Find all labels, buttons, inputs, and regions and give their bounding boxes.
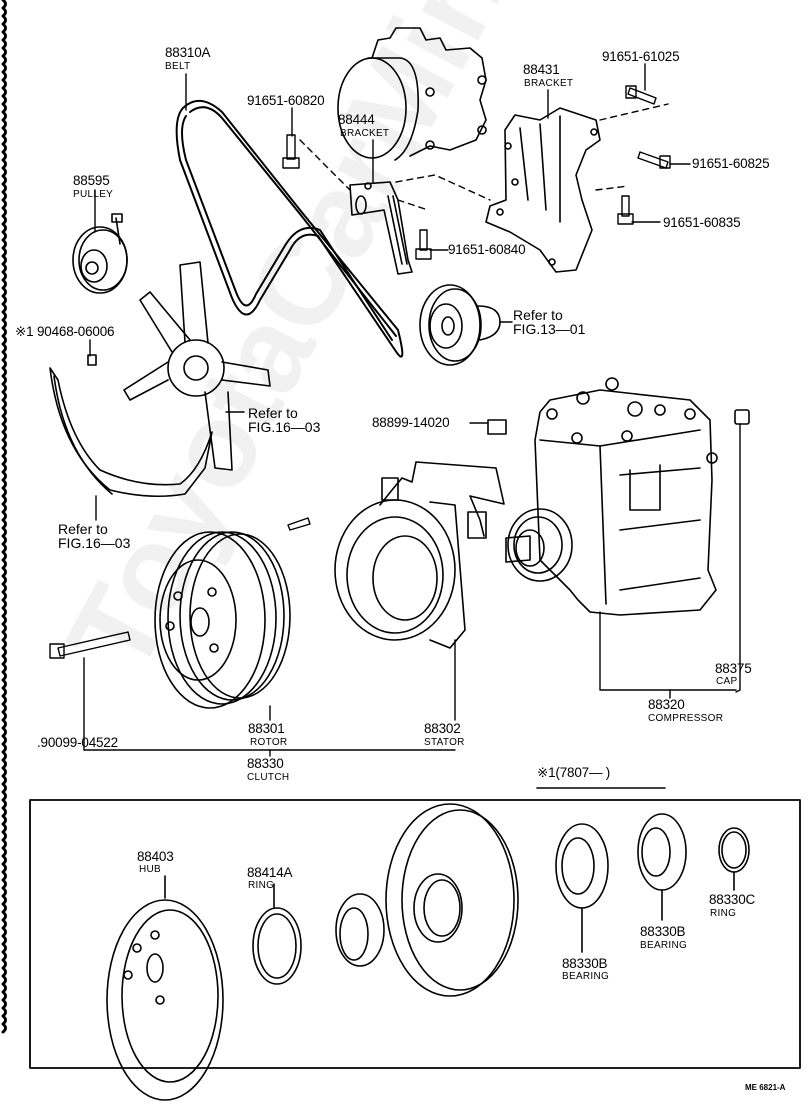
- bolt-90099-04522-label: .90099-04522: [37, 735, 118, 750]
- ring-88330c-part-name: RING: [710, 908, 737, 919]
- compressor-88320-drawing: [487, 377, 750, 616]
- refer-fig-16-03-fan-line2: FIG.16—03: [248, 419, 321, 435]
- bracket-88431-part-number: 88431: [523, 62, 560, 77]
- cap-drawing: [734, 409, 750, 425]
- bolt-91651-60820-label: 91651-60820: [247, 93, 325, 108]
- compressor-part-number: 88320: [648, 697, 685, 712]
- inset-serial-note: ※1(7807— ): [537, 765, 611, 780]
- bearing-1-part-number: 88330B: [562, 956, 608, 971]
- ring-88414a-part-name: RING: [248, 880, 275, 891]
- belt-part-number: 88310A: [165, 45, 211, 60]
- bracket-88431-part-name: BRACKET: [524, 78, 574, 89]
- rotor-part-name: ROTOR: [250, 737, 288, 748]
- refer-fig-16-03-shroud-line1: Refer to: [58, 521, 108, 537]
- refer-fig-13-01-line1: Refer to: [513, 307, 563, 323]
- hub-part-name: HUB: [139, 864, 162, 875]
- inset-parts: [106, 803, 750, 1101]
- pulley-part-number: 88595: [73, 173, 110, 188]
- pulley-part-name: PULLEY: [73, 189, 114, 200]
- fan-drawing: [123, 261, 271, 471]
- fan-shroud-drawing: [49, 354, 213, 498]
- bearing-1-part-name: BEARING: [562, 971, 610, 982]
- rotor-part-number: 88301: [248, 721, 285, 736]
- bearing-2-part-number: 88330B: [640, 924, 686, 939]
- bolt-91651-60840-label: 91651-60840: [448, 242, 526, 257]
- clutch-part-number: 88330: [247, 756, 284, 771]
- inset-box: [29, 799, 801, 1069]
- leader-lines: [83, 63, 741, 757]
- note-90468-06006-label: ※1 90468-06006: [15, 324, 115, 339]
- stator-part-name: STATOR: [424, 737, 465, 748]
- bolts: [49, 85, 671, 659]
- bolt-91651-60835-label: 91651-60835: [663, 215, 741, 230]
- refer-fig-13-01-line2: FIG.13—01: [513, 321, 586, 337]
- drawing-code: ME 6821-A: [745, 1083, 786, 1092]
- torn-edge: [1, 0, 7, 1034]
- bracket-88444-part-number: 88444: [338, 112, 375, 127]
- refer-fig-16-03-shroud-line2: FIG.16—03: [58, 535, 131, 551]
- switch-88899-14020-label: 88899-14020: [372, 415, 450, 430]
- bracket-88431-drawing: [485, 107, 601, 273]
- bolt-91651-61025-label: 91651-61025: [602, 49, 680, 64]
- refer-fig-16-03-fan-line1: Refer to: [248, 405, 298, 421]
- hub-part-number: 88403: [137, 849, 174, 864]
- cap-part-name: CAP: [716, 676, 738, 687]
- rotor-drawing: [154, 531, 291, 709]
- assembly-lines: [299, 103, 669, 211]
- bracket-88444-drawing: [349, 181, 413, 275]
- clutch-part-name: CLUTCH: [247, 772, 290, 783]
- bolt-91651-60825-label: 91651-60825: [692, 156, 770, 171]
- stator-drawing: [334, 461, 505, 649]
- ring-88330c-part-number: 88330C: [709, 892, 756, 907]
- compressor-part-name: COMPRESSOR: [648, 713, 724, 724]
- crank-pulley-drawing: [419, 284, 501, 366]
- pulley-88595-drawing: [72, 213, 128, 294]
- stator-part-number: 88302: [424, 721, 461, 736]
- bearing-2-part-name: BEARING: [640, 940, 688, 951]
- belt-drawing: [175, 100, 404, 358]
- cap-part-number: 88375: [715, 661, 752, 676]
- ring-88414a-part-number: 88414A: [247, 865, 293, 880]
- compressor-outline-ghost: [337, 27, 487, 161]
- bracket-88444-part-name: BRACKET: [340, 128, 390, 139]
- belt-part-name: BELT: [165, 61, 191, 72]
